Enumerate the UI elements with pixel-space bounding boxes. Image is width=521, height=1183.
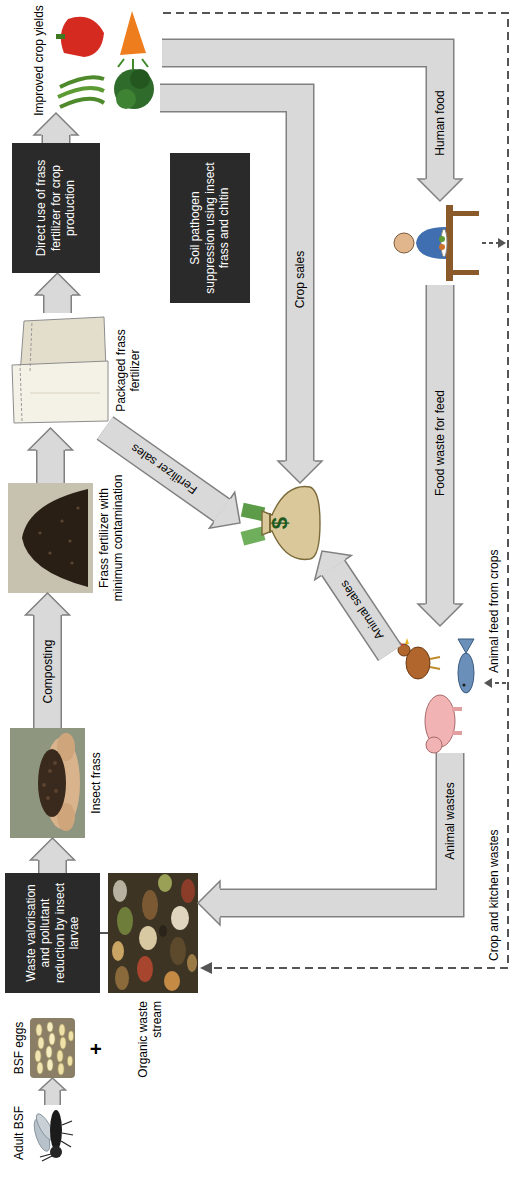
insect-frass-photo <box>10 728 85 838</box>
connector <box>100 933 108 934</box>
arrow-head <box>36 273 80 295</box>
arrow-head <box>209 492 240 528</box>
arrow-head <box>209 492 240 528</box>
block-arrow-outline <box>38 860 67 873</box>
image-caption: Adult BSF <box>12 1083 26 1183</box>
fly-illustration <box>31 1110 73 1161</box>
arrow-label: Human food <box>433 90 447 155</box>
arrow-head <box>278 461 322 483</box>
block-arrow-body <box>43 135 69 143</box>
food-waste-arrow <box>418 285 462 626</box>
animal-wastes-arrow <box>198 753 450 925</box>
money-bag: $ <box>240 483 320 563</box>
block-arrow-outline <box>44 1090 61 1105</box>
image-panel: Adult BSF <box>30 1105 75 1161</box>
block-arrow-outline <box>42 135 71 143</box>
connector <box>105 428 240 528</box>
arrow-head <box>26 593 70 615</box>
arrow-label: Animal wastes <box>443 782 457 859</box>
arrow-head <box>40 1078 66 1090</box>
arrow-head <box>34 113 78 135</box>
image-caption: Frass fertilizer with minimum contaminat… <box>97 468 125 608</box>
arrow-head <box>34 113 78 135</box>
image-panel: Packaged frass fertilizer <box>5 313 110 428</box>
box-text: Direct use of frass fertilizer for crop … <box>34 150 77 266</box>
arrow-label: Crop sales <box>294 251 306 308</box>
arrow-label: Composting <box>42 639 54 703</box>
crops-illustration <box>56 11 154 109</box>
money-bag-illustration <box>241 487 320 560</box>
organic-waste-illustration <box>108 873 198 993</box>
arrow-label: Food waste for feed <box>433 390 447 496</box>
image-caption: Organic waste stream <box>136 1001 164 1089</box>
image-caption: BSF eggs <box>12 1003 26 1093</box>
block-arrow-outline <box>160 98 300 461</box>
connector <box>29 428 73 483</box>
plus-sign: + <box>84 1043 108 1055</box>
loop-label: Crop and kitchen wastes <box>487 830 501 961</box>
connector <box>40 1078 66 1105</box>
process-box: Soil pathogen suppression using insect f… <box>170 153 250 303</box>
animal-sales-arrow <box>315 551 390 653</box>
box-text: Waste valorisation and pollutant reducti… <box>24 880 82 986</box>
image-panel: Insect frass <box>10 728 85 838</box>
image-panel: Frass fertilizer with minimum contaminat… <box>8 483 93 593</box>
person-eating-illustration <box>394 205 479 281</box>
block-arrow-body <box>160 98 300 461</box>
block-arrow-outline <box>36 450 65 483</box>
loop-label: Animal feed from crops <box>487 550 501 673</box>
image-panel: Improved crop yields <box>50 8 160 113</box>
eggs-illustration <box>30 1018 75 1078</box>
image-caption: Improved crop yields <box>32 5 46 117</box>
packaged-fertilizer-sacks <box>12 317 108 423</box>
arrow-head <box>31 838 75 860</box>
arrow-head <box>31 838 75 860</box>
connector-line <box>100 932 108 934</box>
arrow-head <box>29 428 73 450</box>
frass-fertilizer-photo <box>8 483 93 593</box>
livestock-illustration <box>398 638 474 753</box>
arrow-head <box>26 593 70 615</box>
arrow-head <box>40 1078 66 1090</box>
connector <box>160 98 322 483</box>
process-box: Waste valorisation and pollutant reducti… <box>5 873 100 993</box>
arrow-head <box>29 428 73 450</box>
connector <box>34 113 78 143</box>
arrow-head <box>36 273 80 295</box>
process-box: Direct use of frass fertilizer for crop … <box>12 143 100 273</box>
block-arrow-outline <box>33 615 62 728</box>
connector <box>36 273 80 313</box>
box-text: Soil pathogen suppression using insect f… <box>188 160 231 296</box>
block-arrow-body <box>46 1090 60 1105</box>
symbol-text: $ <box>267 517 293 529</box>
image-caption: Insect frass <box>89 723 103 843</box>
image-panel: BSF eggs <box>30 1018 75 1078</box>
block-arrow-body <box>40 860 66 873</box>
block-arrow-outline <box>43 295 72 313</box>
block-arrow-body <box>38 450 64 483</box>
image-caption: Packaged frass fertilizer <box>114 311 142 431</box>
block-arrow-body <box>45 295 71 313</box>
connector <box>26 593 70 728</box>
connector <box>31 838 75 873</box>
arrow-head <box>278 461 322 483</box>
block-arrow-body <box>35 615 61 728</box>
image-panel: Organic waste stream <box>108 873 198 993</box>
